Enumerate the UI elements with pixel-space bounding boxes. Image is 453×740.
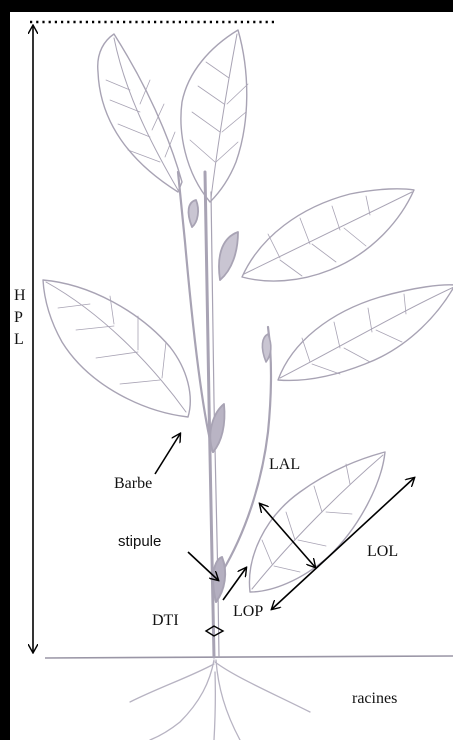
stipule-middle bbox=[219, 232, 238, 280]
leaf-right-upper bbox=[242, 189, 414, 281]
leaf-top-left bbox=[98, 34, 182, 192]
stipule-lower-leaf bbox=[210, 404, 224, 452]
label-lal: LAL bbox=[269, 457, 300, 473]
leaf-left-middle bbox=[43, 280, 190, 417]
measurement-arrows bbox=[33, 26, 414, 652]
lal-arrow bbox=[260, 504, 315, 567]
label-stipule: stipule bbox=[118, 534, 161, 549]
barbe-pointer bbox=[155, 434, 180, 474]
stipule-base bbox=[213, 557, 225, 602]
roots bbox=[130, 660, 310, 740]
hpl-letter-l: L bbox=[14, 332, 24, 348]
hpl-letter-p: P bbox=[14, 310, 23, 326]
label-dti: DTI bbox=[152, 613, 179, 629]
label-lop: LOP bbox=[233, 604, 263, 620]
drawing-canvas: H P L Barbe LAL stipule LOL DTI LOP raci… bbox=[10, 12, 453, 740]
ground-line bbox=[45, 656, 453, 658]
hpl-letter-h: H bbox=[14, 288, 26, 304]
label-racines: racines bbox=[352, 691, 397, 707]
label-barbe: Barbe bbox=[114, 476, 152, 492]
leaf-right-middle bbox=[278, 285, 453, 381]
sheath-right bbox=[262, 334, 270, 362]
plant-illustration bbox=[10, 12, 453, 740]
stipule-upper bbox=[189, 200, 199, 227]
label-lol: LOL bbox=[367, 544, 398, 560]
lop-arrow bbox=[223, 568, 246, 600]
leaf-top-center bbox=[181, 30, 248, 202]
secondary-stem bbox=[222, 327, 271, 572]
leaf-lower-right bbox=[249, 452, 385, 592]
